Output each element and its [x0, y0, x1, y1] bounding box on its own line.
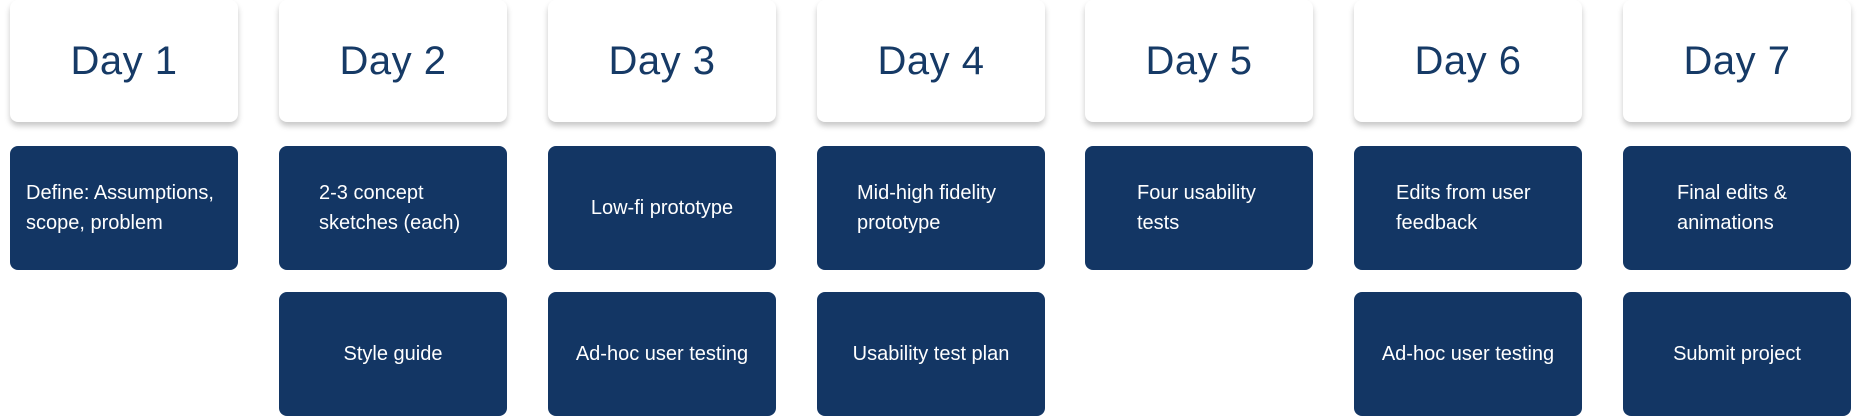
task-text: Edits from user feedback [1396, 182, 1531, 234]
task-text: Low-fi prototype [590, 197, 734, 219]
task-card: Define: Assumptions, scope, problem [10, 146, 238, 270]
task-card: Final edits & animations [1623, 146, 1851, 270]
task-card: Ad-hoc user testing [548, 292, 776, 416]
task-card: Style guide [279, 292, 507, 416]
day-header-1: Day 1 [10, 0, 238, 122]
task-text: Ad-hoc user testing [1381, 343, 1555, 365]
task-card: 2-3 concept sketches (each) [279, 146, 507, 270]
task-text: Usability test plan [852, 343, 1010, 365]
task-text: Four usability tests [1137, 182, 1256, 234]
day-header-3: Day 3 [548, 0, 776, 122]
day-header-6: Day 6 [1354, 0, 1582, 122]
task-card: Four usability tests [1085, 146, 1313, 270]
task-text: Ad-hoc user testing [575, 343, 749, 365]
day-header-2: Day 2 [279, 0, 507, 122]
day-header-5: Day 5 [1085, 0, 1313, 122]
day-header-7: Day 7 [1623, 0, 1851, 122]
task-card: Ad-hoc user testing [1354, 292, 1582, 416]
task-card: Usability test plan [817, 292, 1045, 416]
task-text: Style guide [343, 343, 443, 365]
task-text: Define: Assumptions, scope, problem [26, 182, 214, 234]
task-card: Low-fi prototype [548, 146, 776, 270]
task-text: 2-3 concept sketches (each) [319, 182, 461, 234]
task-card: Mid-high fidelity prototype [817, 146, 1045, 270]
task-text: Mid-high fidelity prototype [857, 182, 996, 234]
task-text: Final edits & animations [1677, 182, 1788, 234]
task-card: Submit project [1623, 292, 1851, 416]
task-text: Submit project [1673, 343, 1801, 365]
day-header-4: Day 4 [817, 0, 1045, 122]
task-card: Edits from user feedback [1354, 146, 1582, 270]
